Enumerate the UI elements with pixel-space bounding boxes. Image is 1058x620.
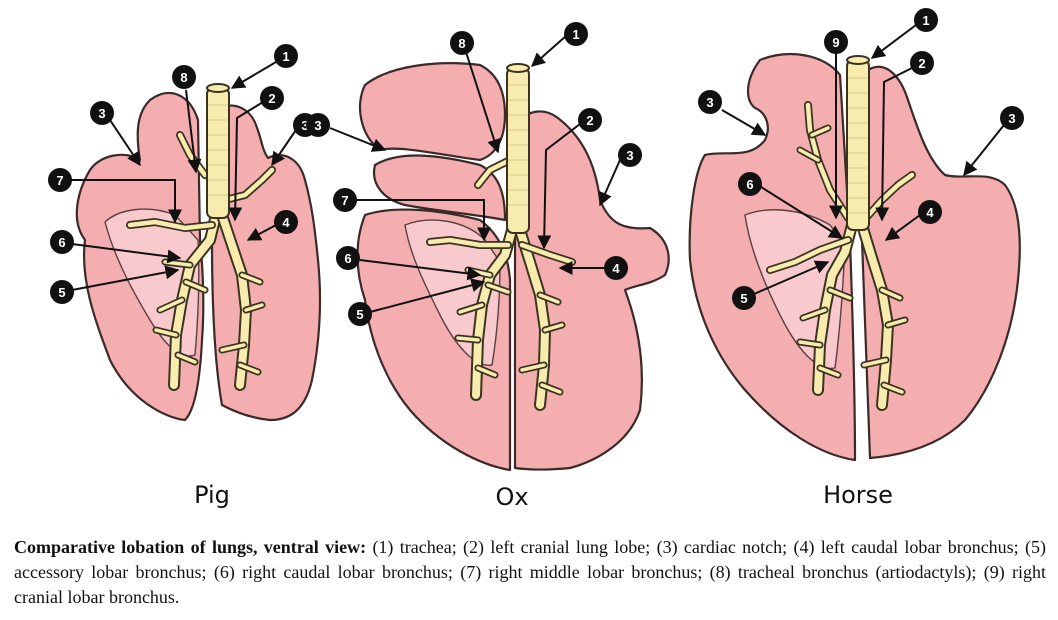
ox-badge-2: 2 [578,108,602,132]
svg-text:1: 1 [922,13,929,28]
ox-lung [356,62,670,472]
leader-lines [70,24,1005,313]
pig-badge-4: 4 [274,210,298,234]
caption-body: (1) trachea; (2) left cranial lung lobe;… [14,537,1046,607]
svg-text:3: 3 [301,118,308,133]
ox-badge-6: 6 [336,246,360,270]
svg-text:6: 6 [344,251,351,266]
number-badges: 1 2 3 3 4 5 6 7 8 1 2 3 3 4 5 6 7 8 1 2 … [48,8,1024,326]
ox-badge-4: 4 [604,256,628,280]
svg-text:5: 5 [356,307,363,322]
svg-text:3: 3 [706,95,713,110]
ox-badge-3-right: 3 [306,113,330,137]
svg-text:2: 2 [586,113,593,128]
horse-badge-5: 5 [732,286,756,310]
pig-badge-8: 8 [172,65,196,89]
pig-trachea [206,87,230,219]
horse-badge-9: 9 [824,30,848,54]
svg-text:3: 3 [626,148,633,163]
horse-badge-6: 6 [738,172,762,196]
svg-text:5: 5 [740,291,747,306]
svg-text:7: 7 [341,193,348,208]
horse-badge-4: 4 [918,200,942,224]
pig-badge-6: 6 [50,230,74,254]
ox-left-lung [513,110,670,471]
species-label-horse: Horse [823,481,893,509]
svg-text:3: 3 [98,106,105,121]
svg-text:3: 3 [314,118,321,133]
ox-badge-7: 7 [333,188,357,212]
ox-bronchial-tree [426,156,576,411]
ox-right-cranial-lobe [358,62,507,162]
svg-text:8: 8 [458,36,465,51]
horse-badge-2: 2 [910,51,934,75]
ox-badge-5: 5 [348,302,372,326]
svg-text:2: 2 [918,56,925,71]
species-label-ox: Ox [495,483,528,511]
svg-text:9: 9 [832,35,839,50]
svg-text:4: 4 [282,215,290,230]
svg-text:1: 1 [572,27,579,42]
svg-text:1: 1 [282,49,289,64]
horse-badge-1: 1 [914,8,938,32]
svg-text:2: 2 [268,91,275,106]
svg-text:8: 8 [180,70,187,85]
ox-badge-3-left: 3 [618,143,642,167]
horse-trachea [846,59,870,231]
pig-badge-2: 2 [260,86,284,110]
svg-text:7: 7 [56,173,63,188]
ox-trachea [506,67,530,234]
caption-title: Comparative lobation of lungs, ventral v… [14,537,367,557]
ox-badge-8: 8 [450,31,474,55]
pig-badge-1: 1 [274,44,298,68]
ox-badge-1: 1 [564,22,588,46]
svg-text:4: 4 [612,261,620,276]
horse-badge-3-right: 3 [698,90,722,114]
svg-text:5: 5 [58,285,65,300]
svg-text:6: 6 [58,235,65,250]
pig-badge-3-right: 3 [90,101,114,125]
pig-lung [75,83,322,422]
horse-badge-3-left: 3 [1000,106,1024,130]
horse-lung [688,53,1021,462]
figure-caption: Comparative lobation of lungs, ventral v… [14,535,1046,610]
pig-badge-5: 5 [50,280,74,304]
svg-text:4: 4 [926,205,934,220]
pig-badge-7: 7 [48,168,72,192]
species-label-pig: Pig [194,481,230,509]
lung-lobation-figure: 1 2 3 3 4 5 6 7 8 1 2 3 3 4 5 6 7 8 1 2 … [48,8,1024,511]
ox-right-middle-lobe [372,154,507,222]
svg-text:3: 3 [1008,111,1015,126]
svg-text:6: 6 [746,177,753,192]
